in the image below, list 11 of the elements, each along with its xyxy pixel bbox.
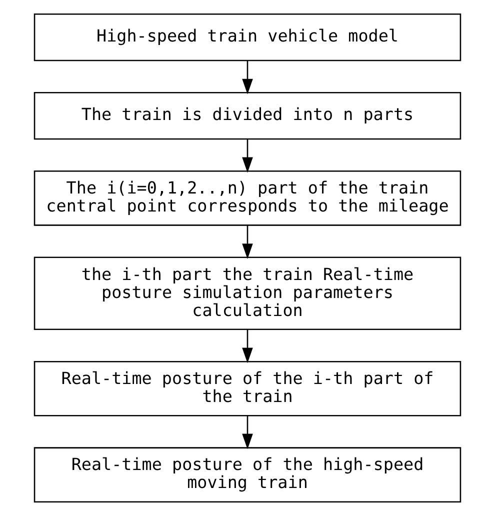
node-box: the i-th part the train Real-time posture simulation parameters calculation: [34, 256, 462, 330]
node-box: The train is divided into n parts: [34, 92, 462, 140]
arrow: [242, 138, 253, 172]
arrow: [242, 60, 253, 94]
arrow: [242, 415, 253, 449]
arrow: [242, 224, 253, 259]
node-box: Real-time posture of the i-th part of the train: [34, 360, 462, 416]
node-box: High-speed train vehicle model: [34, 13, 462, 61]
node-box: The i(i=0,1,2..,n) part of the train central point corresponds to the mileage: [34, 170, 462, 226]
node-box: Real-time posture of the high-speed moving train: [34, 446, 462, 502]
arrow: [242, 329, 253, 363]
